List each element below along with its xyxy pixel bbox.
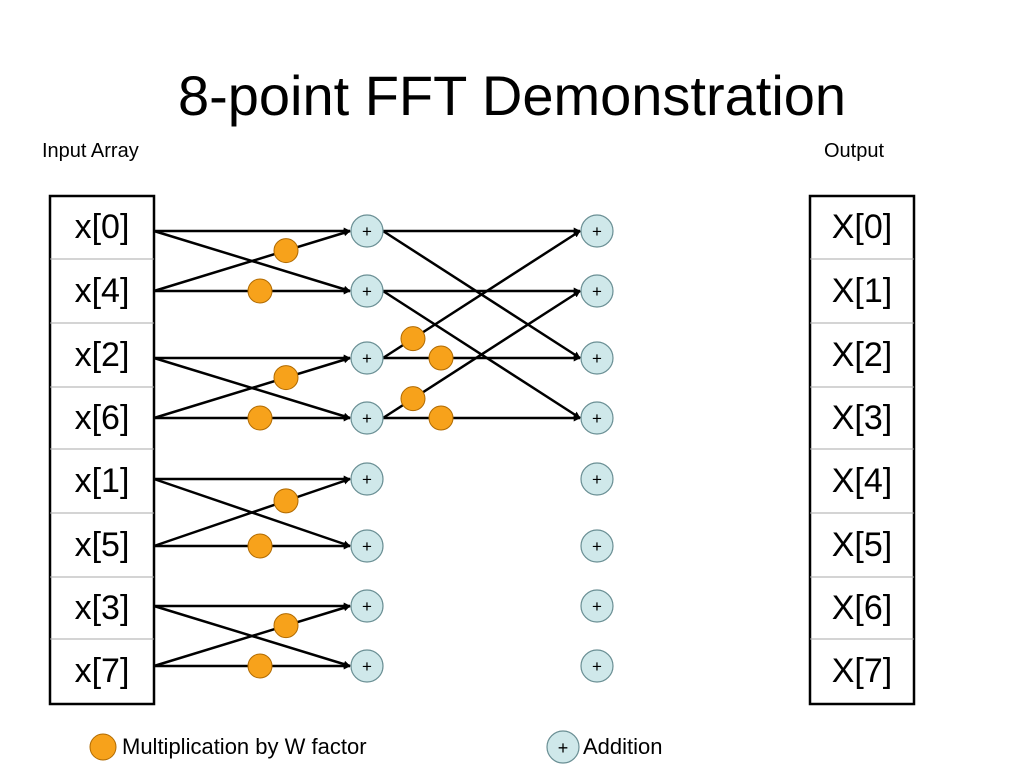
adder-node [350,401,384,435]
adder-symbol: + [362,222,372,241]
adder-node [350,462,384,496]
adder-node [350,274,384,308]
adder-node [580,214,614,248]
output-cell: X[4] [831,461,893,500]
adder-symbol: + [362,537,372,556]
stage1-arrow [153,229,351,293]
adder-symbol: + [592,470,602,489]
adder-symbol: + [592,537,602,556]
multiplier-node [247,405,273,431]
legend-add-label: Addition [583,734,663,759]
adder-symbol: + [362,597,372,616]
output-cell: X[7] [831,652,893,690]
adder-symbol: + [592,597,602,616]
multiplier-node [273,365,299,391]
multiplier-node [428,345,454,371]
adder-node [350,214,384,248]
adder-symbol: + [362,657,372,676]
multiplier-node [247,653,273,679]
output-caption: Output [824,140,885,162]
legend-adder-symbol: + [558,738,569,758]
adder-node [580,274,614,308]
output-cell: X[1] [831,271,893,310]
adder-symbol: + [362,282,372,301]
adder-symbol: + [592,222,602,241]
input-cell: x[5] [74,525,130,564]
output-array-frame [808,194,916,706]
input-cell: x[6] [74,398,130,437]
multiplier-node [273,613,299,639]
input-array-frame [48,194,156,706]
adder-symbol: + [592,409,602,428]
input-cell: x[7] [74,652,130,690]
input-cell: x[0] [74,208,130,246]
output-cell: X[0] [831,208,893,246]
adder-node [580,649,614,683]
output-cell: X[2] [831,335,893,374]
input-cell: x[4] [74,271,130,310]
adder-node [580,462,614,496]
adder-node [580,401,614,435]
input-cell: x[3] [74,588,130,627]
stage1-arrow [153,356,351,420]
multiplier-node [247,278,273,304]
output-cell: X[3] [831,398,893,437]
adder-node [580,341,614,375]
input-cell: x[2] [74,335,130,374]
adder-symbol: + [362,409,372,428]
output-cell: X[6] [831,588,893,627]
multiplier-node [247,533,273,559]
adder-node [580,529,614,563]
multiplier-node [273,488,299,514]
multiplier-node [400,326,426,352]
adder-symbol: + [362,349,372,368]
operation-nodes: + + + + + + + + + + + + + + + + + [89,214,614,764]
input-array-caption: Input Array [42,140,139,162]
page-title: 8-point FFT Demonstration [177,64,847,127]
stage1-arrow [153,477,351,548]
stage1-arrow [153,604,351,668]
adder-node [580,589,614,623]
adder-node [350,649,384,683]
legend-multiply-label: Multiplication by W factor [122,734,367,759]
input-cell: x[1] [74,461,130,500]
multiplier-node [428,405,454,431]
adder-symbol: + [592,282,602,301]
adder-symbol: + [592,349,602,368]
output-cell: X[5] [831,525,893,564]
adder-symbol: + [592,657,602,676]
adder-node [350,589,384,623]
adder-node [350,341,384,375]
multiplier-node [273,238,299,264]
adder-symbol: + [362,470,372,489]
legend-adder-icon [546,730,580,764]
array-frames [48,194,916,706]
adder-node [350,529,384,563]
multiplier-node [400,386,426,412]
legend-multiplier-icon [89,733,117,761]
